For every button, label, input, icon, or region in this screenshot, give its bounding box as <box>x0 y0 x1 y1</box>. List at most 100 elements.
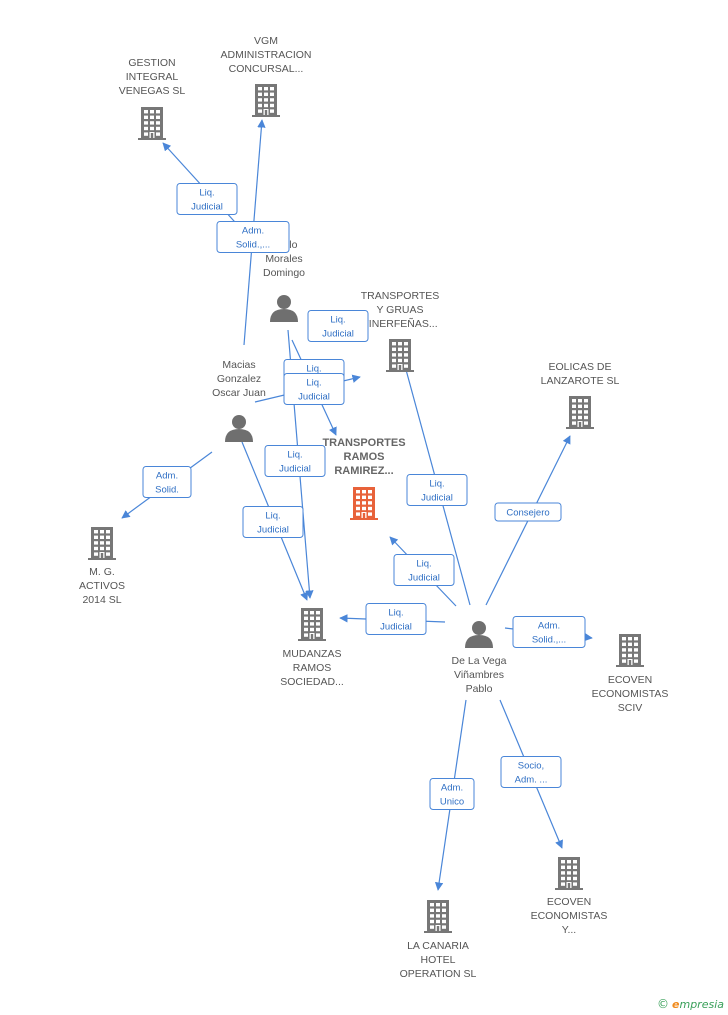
edge-label-box <box>406 474 468 506</box>
node-label-line: Pablo <box>466 683 493 695</box>
edge-label-text: Unico <box>440 797 464 808</box>
company-icon[interactable] <box>424 900 452 933</box>
node-label-line: RAMOS <box>344 451 385 463</box>
node-label-line: Macias <box>222 359 255 371</box>
node-transgruas[interactable]: TRANSPORTES Y GRUASTINERFEÑAS... <box>361 290 440 372</box>
node-label-line: ECONOMISTAS <box>592 688 669 700</box>
edge-label[interactable]: Socio, Adm. ... <box>500 756 562 788</box>
edge-label-text: Judicial <box>322 329 354 340</box>
edge-label[interactable]: Consejero <box>494 502 562 522</box>
node-label-line: SCIV <box>618 702 643 714</box>
node-label-line: De La Vega <box>452 655 507 667</box>
node-central[interactable]: TRANSPORTESRAMOSRAMIREZ... <box>322 437 406 520</box>
node-label-line: EOLICAS DE <box>548 361 611 373</box>
node-label-line: GESTION <box>128 57 175 69</box>
node-label-line: CONCURSAL... <box>229 63 304 75</box>
node-mudanzas[interactable]: MUDANZASRAMOSSOCIEDAD... <box>280 608 344 688</box>
node-canaria[interactable]: LA CANARIA HOTEL OPERATION SL <box>400 900 477 980</box>
node-label-line: TRANSPORTES <box>361 290 440 302</box>
node-label-line: Viñambres <box>454 669 504 681</box>
brand-initial: e <box>672 998 680 1011</box>
edge-label[interactable]: Liq.Judicial <box>393 554 455 586</box>
node-eolicas[interactable]: EOLICAS DE LANZAROTE SL <box>541 361 620 429</box>
copyright-symbol: © <box>657 997 670 1011</box>
company-icon[interactable] <box>555 857 583 890</box>
edge-labels-layer: Liq.JudicialAdm.Solid.,...Liq.JudicialLi… <box>142 183 586 810</box>
node-label-line: Oscar Juan <box>212 387 266 399</box>
node-label-line: ECOVEN <box>547 896 591 908</box>
node-label-line: LA CANARIA <box>407 940 469 952</box>
company-icon[interactable] <box>616 634 644 667</box>
node-label-line: Gonzalez <box>217 373 261 385</box>
node-label-line: HOTEL <box>420 954 455 966</box>
edge-label[interactable]: Liq. Judicial <box>176 183 238 215</box>
edge-label-text: Consejero <box>506 508 549 519</box>
edge-label[interactable]: Liq.Judicial <box>283 373 345 405</box>
node-label-line: TINERFEÑAS... <box>362 317 437 330</box>
person-icon[interactable] <box>225 415 253 442</box>
edge-label-box <box>393 554 455 586</box>
company-icon[interactable] <box>88 527 116 560</box>
edge-label-text: Judicial <box>421 493 453 504</box>
edge-label-text: Judicial <box>191 202 223 213</box>
edge-label-text: Adm. ... <box>515 775 548 786</box>
brand-name: mpresia <box>679 998 724 1011</box>
edge-label[interactable]: Adm. Solid. <box>142 466 192 498</box>
node-label-line: ACTIVOS <box>79 580 125 592</box>
node-label-line: Y GRUAS <box>376 304 423 316</box>
edge-label[interactable]: Liq.Judicial <box>406 474 468 506</box>
edge-label-text: Liq. <box>199 188 214 199</box>
node-label-line: OPERATION SL <box>400 968 477 980</box>
edge-label-text: Judicial <box>380 622 412 633</box>
person-icon[interactable] <box>465 621 493 648</box>
brand-logo: ©empresia <box>657 997 724 1011</box>
edge-label-box <box>176 183 238 215</box>
edge-label[interactable]: Liq. Judicial <box>264 445 326 477</box>
node-label-line: LANZAROTE SL <box>541 375 620 387</box>
node-label-line: INTEGRAL <box>126 71 179 83</box>
edge-label[interactable]: Adm. Unico <box>429 778 475 810</box>
edge-label[interactable]: Liq.Judicial <box>242 506 304 538</box>
node-label-line: RAMIREZ... <box>334 465 393 477</box>
node-ecoveny[interactable]: ECOVENECONOMISTASY... <box>531 857 608 936</box>
node-label-line: ECOVEN <box>608 674 652 686</box>
edge-label-text: Socio, <box>518 761 544 772</box>
central-company-icon[interactable] <box>350 487 378 520</box>
edge-label[interactable]: Liq. Judicial <box>365 603 427 635</box>
edge-label-text: Liq. <box>306 364 321 375</box>
edge-label-text: Adm. <box>441 783 463 794</box>
edge-label-text: Adm. <box>538 621 560 632</box>
edge-label-box <box>264 445 326 477</box>
edge-label-text: Solid. <box>155 485 179 496</box>
edge-label-text: Liq. <box>330 315 345 326</box>
edge-label-box <box>242 506 304 538</box>
company-icon[interactable] <box>566 396 594 429</box>
edge-label-box <box>307 310 369 342</box>
edge-label[interactable]: Liq. Judicial <box>307 310 369 342</box>
node-label-line: SOCIEDAD... <box>280 676 344 688</box>
person-icon[interactable] <box>270 295 298 322</box>
node-ecovensciv[interactable]: ECOVEN ECONOMISTAS SCIV <box>592 634 669 714</box>
node-label-line: Y... <box>562 924 576 936</box>
edge-label[interactable]: Adm.Solid.,... <box>216 221 290 253</box>
node-label-line: 2014 SL <box>82 594 121 606</box>
company-icon[interactable] <box>298 608 326 641</box>
edge-label-box <box>512 616 586 648</box>
edge-label-text: Adm. <box>156 471 178 482</box>
company-icon[interactable] <box>386 339 414 372</box>
edge-label[interactable]: Adm.Solid.,... <box>512 616 586 648</box>
edge-label-text: Liq. <box>287 450 302 461</box>
company-icon[interactable] <box>252 84 280 117</box>
edge-label-box <box>283 373 345 405</box>
node-vgm[interactable]: VGMADMINISTRACIONCONCURSAL... <box>220 35 312 117</box>
edge-label-text: Judicial <box>279 464 311 475</box>
node-label-line: Morales <box>265 253 302 265</box>
edge-label-text: Liq. <box>388 608 403 619</box>
company-icon[interactable] <box>138 107 166 140</box>
